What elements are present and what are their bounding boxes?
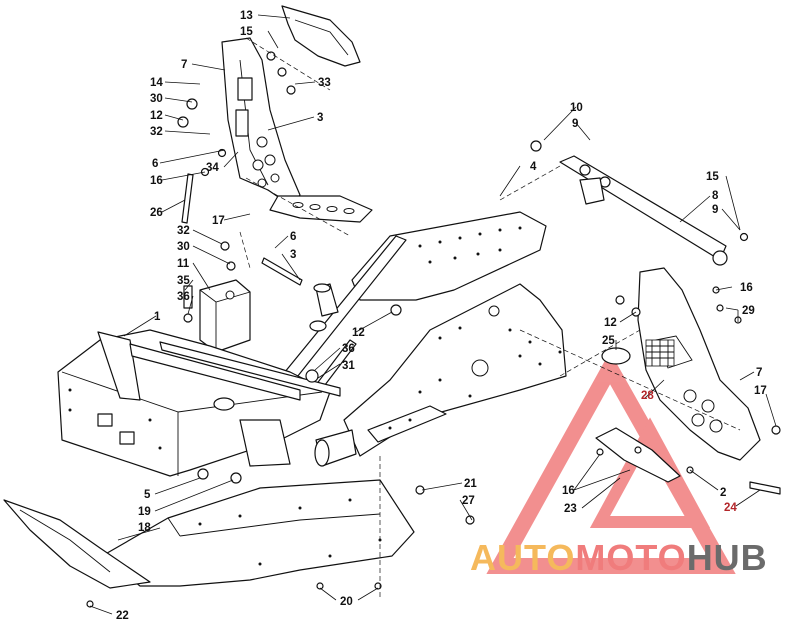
callout-16: 16	[150, 175, 163, 187]
callout-19: 19	[138, 506, 151, 518]
callout-9: 9	[572, 118, 578, 130]
callout-8: 8	[712, 190, 719, 202]
callout-36: 36	[177, 291, 190, 303]
callout-16-lower: 16	[562, 485, 575, 497]
callout-25: 25	[602, 335, 615, 347]
callout-1: 1	[154, 311, 161, 323]
callout-33: 33	[318, 77, 331, 89]
callout-35: 35	[177, 275, 190, 287]
callout-16-right: 16	[740, 282, 753, 294]
belly-pan	[3, 468, 475, 608]
callout-12: 12	[150, 110, 163, 122]
watermark-text: AUTOMOTOHUB	[470, 537, 768, 578]
motor-mount-bracket	[183, 241, 303, 353]
callout-28: 28	[641, 390, 654, 402]
steering-rod	[181, 173, 194, 224]
top-cover	[281, 5, 361, 67]
callout-15-right: 15	[706, 171, 719, 183]
callout-10: 10	[570, 102, 583, 114]
callout-30-lower: 30	[177, 241, 190, 253]
callout-3-lower: 3	[290, 249, 296, 261]
callout-21: 21	[464, 478, 477, 490]
callout-23: 23	[564, 503, 577, 515]
callout-7: 7	[181, 59, 187, 71]
callout-17-right: 17	[754, 385, 767, 397]
callout-17: 17	[212, 215, 225, 227]
callout-labels: 13 15 7 14 33 30 12 32 3 6 34 16 10 9 4 …	[116, 10, 767, 622]
callout-18: 18	[138, 522, 151, 534]
leader-lines	[89, 14, 777, 615]
callout-2: 2	[720, 487, 726, 499]
watermark-moto: MOTO	[575, 537, 686, 578]
callout-11: 11	[177, 258, 190, 270]
lower-bracket	[595, 427, 681, 483]
callout-29: 29	[742, 305, 755, 317]
right-side-plate	[637, 267, 761, 461]
callout-7-right: 7	[756, 367, 762, 379]
svg-text:AUTOMOTOHUB: AUTOMOTOHUB	[470, 537, 768, 578]
callout-4: 4	[530, 161, 537, 173]
tunnel-rivets	[418, 226, 562, 398]
callout-15: 15	[240, 26, 253, 38]
callout-22: 22	[116, 610, 129, 622]
callout-13: 13	[240, 10, 253, 22]
callout-12-right: 12	[604, 317, 617, 329]
callout-3: 3	[317, 112, 323, 124]
callout-6-lower: 6	[290, 231, 296, 243]
callout-5: 5	[144, 489, 151, 501]
callout-20: 20	[340, 596, 353, 608]
steering-support-assembly	[177, 5, 373, 224]
callout-6: 6	[152, 158, 158, 170]
callout-14: 14	[150, 77, 163, 89]
watermark-hub: HUB	[687, 537, 768, 578]
callout-32-lower: 32	[177, 225, 190, 237]
callout-30: 30	[150, 93, 163, 105]
reference-lines	[239, 37, 741, 600]
callout-31: 31	[342, 360, 355, 372]
callout-36-center: 36	[342, 343, 355, 355]
callout-9-right: 9	[712, 204, 718, 216]
callout-32: 32	[150, 126, 163, 138]
callout-27: 27	[462, 495, 475, 507]
chassis-tunnel	[57, 211, 567, 477]
callout-34: 34	[206, 162, 219, 174]
callout-26: 26	[150, 207, 163, 219]
callout-24: 24	[724, 502, 737, 514]
callout-12-center: 12	[352, 327, 365, 339]
mesh-grille	[645, 339, 675, 367]
watermark-auto: AUTO	[470, 537, 575, 578]
